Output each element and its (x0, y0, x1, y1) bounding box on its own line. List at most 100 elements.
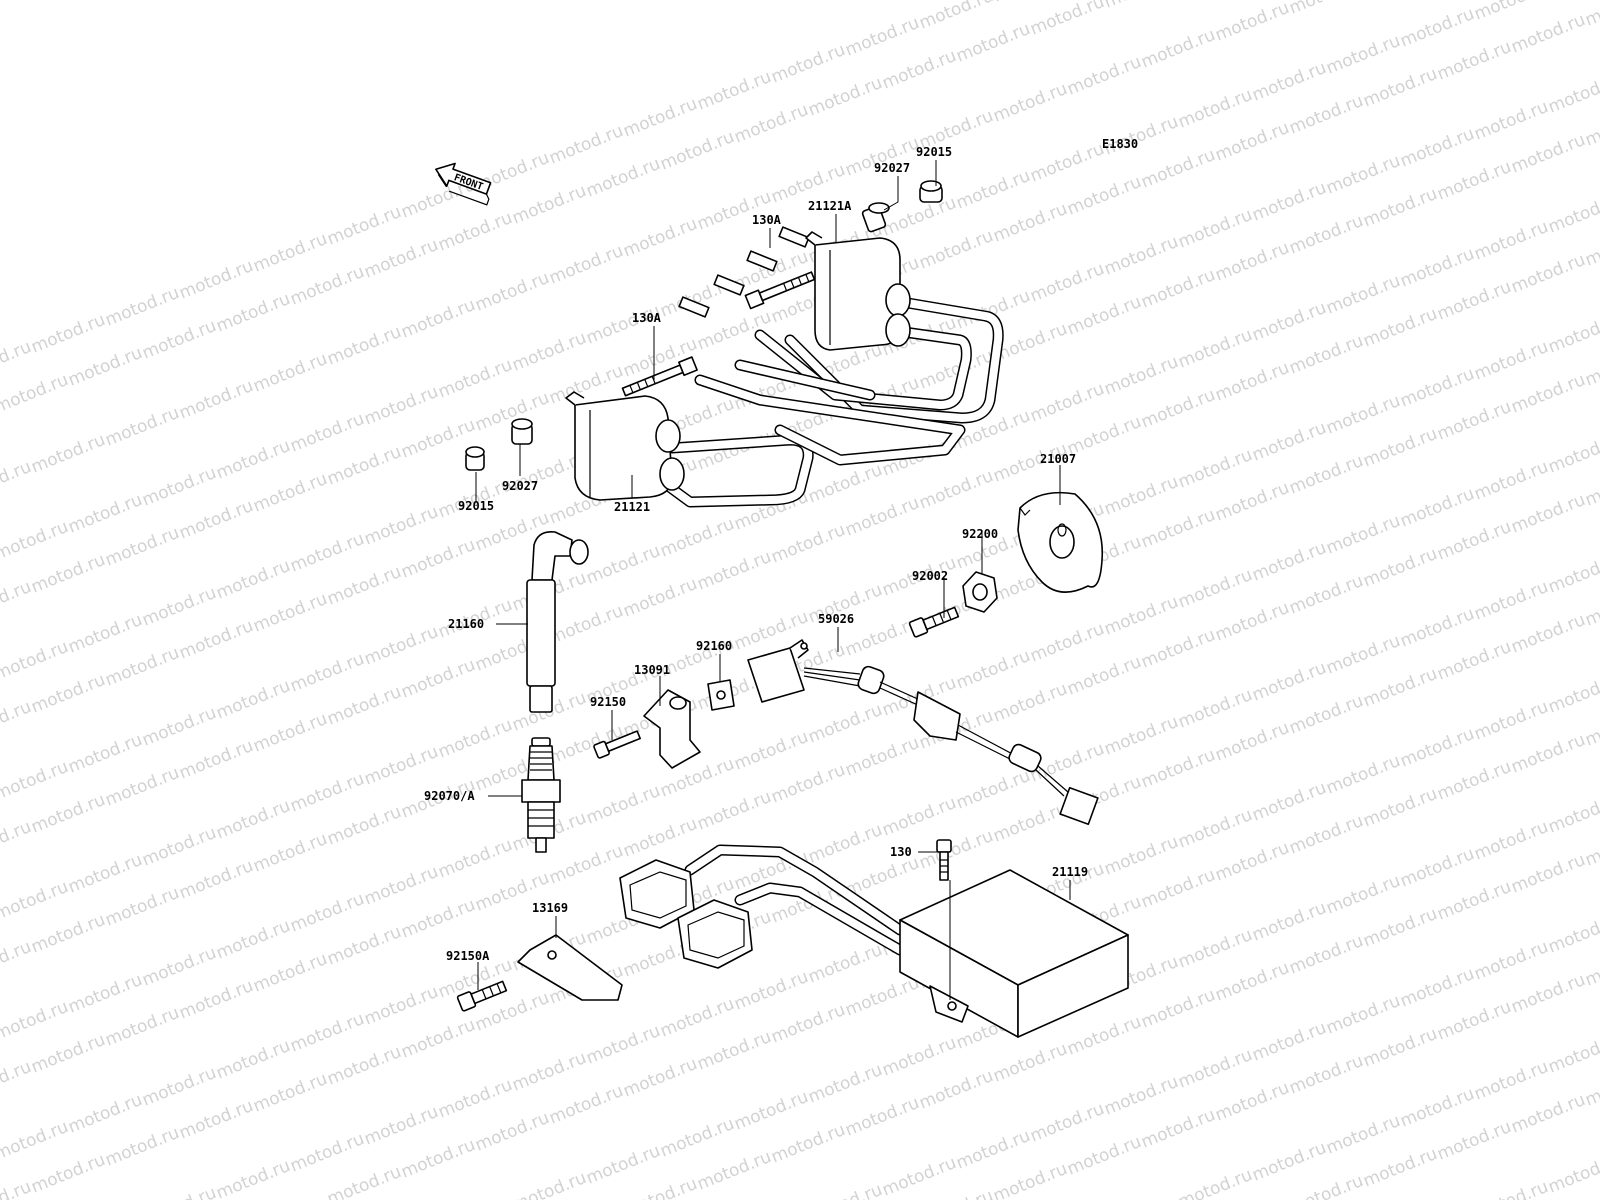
watermark-text: motod.ru (361, 1102, 441, 1150)
watermark-text: motod.ru (990, 799, 1070, 847)
watermark-text: motod.ru (620, 1174, 700, 1200)
watermark-text: motod.ru (583, 154, 663, 202)
watermark-text: motod.ru (398, 1015, 478, 1063)
watermark-text: motod.ru (213, 1156, 293, 1200)
watermark-text: motod.ru (1249, 1138, 1329, 1186)
watermark-text: motod.ru (213, 676, 293, 724)
watermark-text: motod.ru (768, 1000, 848, 1048)
watermark-text: motod.ru (879, 46, 959, 94)
watermark-text: motod.ru (1138, 1105, 1218, 1153)
watermark-text: motod.ru (694, 1027, 774, 1075)
label-92015-left: 92015 (458, 499, 494, 513)
label-92150: 92150 (590, 695, 626, 709)
watermark-text: motod.ru (213, 796, 293, 844)
watermark-text: motod.ru (176, 1096, 256, 1144)
watermark-text: motod.ru (1249, 898, 1329, 946)
watermark-text: motod.ru (1508, 1090, 1588, 1138)
watermark-text: motod.ru (102, 1003, 182, 1051)
watermark-text: motod.ru (990, 199, 1070, 247)
watermark-text: motod.ru (916, 826, 996, 874)
watermark-text: motod.ru (1471, 0, 1551, 25)
watermark-text: motod.ru (842, 493, 922, 541)
watermark-text: motod.ru (1212, 598, 1292, 646)
watermark-text: motod.ru (620, 814, 700, 862)
watermark-text: motod.ru (879, 1153, 959, 1200)
watermark-text: motod.ru (287, 649, 367, 697)
watermark-text: motod.ru (1138, 265, 1218, 313)
watermark-text: motod.ru (1175, 805, 1255, 853)
watermark-text: motod.ru (28, 1030, 108, 1078)
label-130a-mid: 130A (632, 311, 662, 325)
watermark-text: motod.ru (1064, 292, 1144, 340)
plate-92160 (707, 679, 735, 711)
diagram-code: E1830 (1102, 137, 1138, 151)
watermark-text: motod.ru (1212, 958, 1292, 1006)
watermark-text: motod.ru (1397, 364, 1477, 412)
watermark-text: motod.ru (953, 166, 1033, 214)
label-92200: 92200 (962, 527, 998, 541)
watermark-text: motod.ru (0, 457, 34, 505)
watermark-text: motod.ru (805, 940, 885, 988)
watermark-text: motod.ru (1471, 577, 1551, 625)
watermark-text: motod.ru (546, 241, 626, 289)
watermark-text: motod.ru (1545, 670, 1600, 718)
watermark-text: motod.ru (1323, 751, 1403, 799)
spark-plug (521, 737, 561, 853)
watermark-text: motod.ru (842, 613, 922, 661)
watermark-text: motod.ru (953, 19, 1033, 67)
watermark-text: motod.ru (1508, 490, 1588, 538)
watermark-text: motod.ru (102, 763, 182, 811)
watermark-text: motod.ru (1212, 0, 1292, 46)
watermark-text: motod.ru (1434, 637, 1514, 685)
watermark-text: motod.ru (1323, 991, 1403, 1039)
watermark-text: motod.ru (1027, 0, 1107, 40)
watermark-text: motod.ru (509, 1168, 589, 1200)
watermark-text: motod.ru (102, 883, 182, 931)
watermark-text: motod.ru (916, 1066, 996, 1114)
watermark-text: motod.ru (953, 646, 1033, 694)
watermark-text: motod.ru (213, 1036, 293, 1084)
nut-92200 (962, 571, 998, 613)
watermark-text: motod.ru (1434, 157, 1514, 205)
watermark-text: motod.ru (1323, 871, 1403, 919)
igniter-unit-21119 (619, 844, 1129, 1038)
label-130: 130 (890, 845, 912, 859)
watermark-text: motod.ru (398, 655, 478, 703)
watermark-text: motod.ru (842, 973, 922, 1021)
watermark-text: motod.ru (65, 343, 145, 391)
watermark-text: motod.ru (65, 490, 145, 538)
watermark-text: motod.ru (1286, 91, 1366, 139)
watermark-text: motod.ru (435, 208, 515, 256)
watermark-text: motod.ru (1286, 571, 1366, 619)
watermark-text: motod.ru (1286, 811, 1366, 859)
watermark-text: motod.ru (768, 1120, 848, 1168)
watermark-text: motod.ru (1064, 172, 1144, 220)
watermark-text: motod.ru (1101, 832, 1181, 880)
ignition-coil-assembly (465, 180, 1004, 508)
watermark-text: motod.ru (1545, 910, 1600, 958)
watermark-text: motod.ru (28, 670, 108, 718)
watermark-text: motod.ru (1138, 505, 1218, 553)
watermark-text: motod.ru (176, 496, 256, 544)
watermark-text: motod.ru (1101, 592, 1181, 640)
watermark-text: motod.ru (1360, 904, 1440, 952)
watermark-text: motod.ru (28, 310, 108, 358)
watermark-text: motod.ru (1212, 118, 1292, 166)
watermark-text: motod.ru (28, 910, 108, 958)
watermark-text: motod.ru (1323, 631, 1403, 679)
watermark-text: motod.ru (1212, 478, 1292, 526)
collar-92027-top (861, 202, 890, 233)
watermark-text: motod.ru (139, 316, 219, 364)
watermark-text: motod.ru (694, 547, 774, 595)
watermark-text: motod.ru (1397, 844, 1477, 892)
watermark-text: motod.ru (139, 703, 219, 751)
watermark-text: motod.ru (1471, 817, 1551, 865)
watermark-text: motod.ru (1064, 1012, 1144, 1060)
watermark-text: motod.ru (953, 766, 1033, 814)
watermark-text: motod.ru (102, 643, 182, 691)
label-21160: 21160 (448, 617, 484, 631)
watermark-text: motod.ru (0, 757, 71, 805)
watermark-text: motod.ru (1471, 937, 1551, 985)
watermark-text: motod.ru (1138, 145, 1218, 193)
